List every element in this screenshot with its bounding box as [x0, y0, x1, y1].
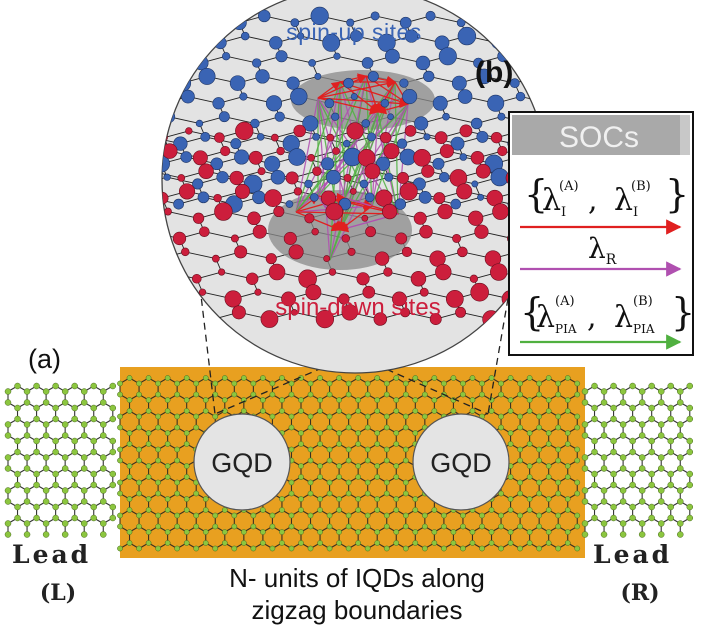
- gqd-disc-right: [412, 413, 510, 511]
- pia-sup-b: (B): [633, 294, 653, 309]
- svg-text:}: }: [671, 290, 695, 334]
- svg-text:{: {: [524, 172, 548, 216]
- soc-legend: SOCs { } λI (A) , λI (B) λR { } λPIA (A)…: [508, 111, 695, 356]
- lead-left-lattice: [4, 382, 117, 538]
- spin-down-sites: [162, 121, 548, 329]
- spin-up-caption: spin-up sites: [286, 19, 422, 45]
- svg-text:{: {: [520, 290, 544, 334]
- intrinsic-sup-b: (B): [631, 179, 651, 194]
- lead-right-word: Lead: [593, 540, 672, 569]
- pia-sup-a: (A): [555, 294, 575, 309]
- lead-left-word: Lead: [12, 540, 91, 569]
- gqd-label-right: GQD: [430, 448, 492, 478]
- pia-lambda-b: λPIA: [614, 300, 655, 336]
- pia-lambda-a: λPIA: [536, 300, 577, 336]
- intrinsic-lambda-b: λI: [614, 183, 638, 220]
- svg-text:,: ,: [587, 300, 597, 335]
- gqd-label-left: GQD: [211, 448, 273, 478]
- panel-b-label: (b): [475, 56, 513, 89]
- spin-down-caption: spin-down sites: [275, 294, 440, 321]
- caption-line-2: zigzag boundaries: [251, 595, 462, 625]
- soc-legend-header: [512, 115, 690, 155]
- soc-legend-title: SOCs: [559, 121, 639, 154]
- caption-line-1: N- units of IQDs along: [229, 563, 485, 593]
- svg-text:,: ,: [588, 183, 598, 218]
- gqd-disc-left: [193, 413, 291, 511]
- svg-text:}: }: [665, 172, 689, 216]
- intrinsic-sup-a: (A): [559, 179, 579, 194]
- lead-left-tag: (L): [40, 580, 76, 606]
- intrinsic-lambda-a: λI: [542, 183, 566, 220]
- rashba-lambda: λR: [588, 232, 617, 268]
- lead-right-lattice: [581, 382, 694, 538]
- lead-right-tag: (R): [620, 580, 659, 606]
- panel-a-label: (a): [28, 344, 61, 374]
